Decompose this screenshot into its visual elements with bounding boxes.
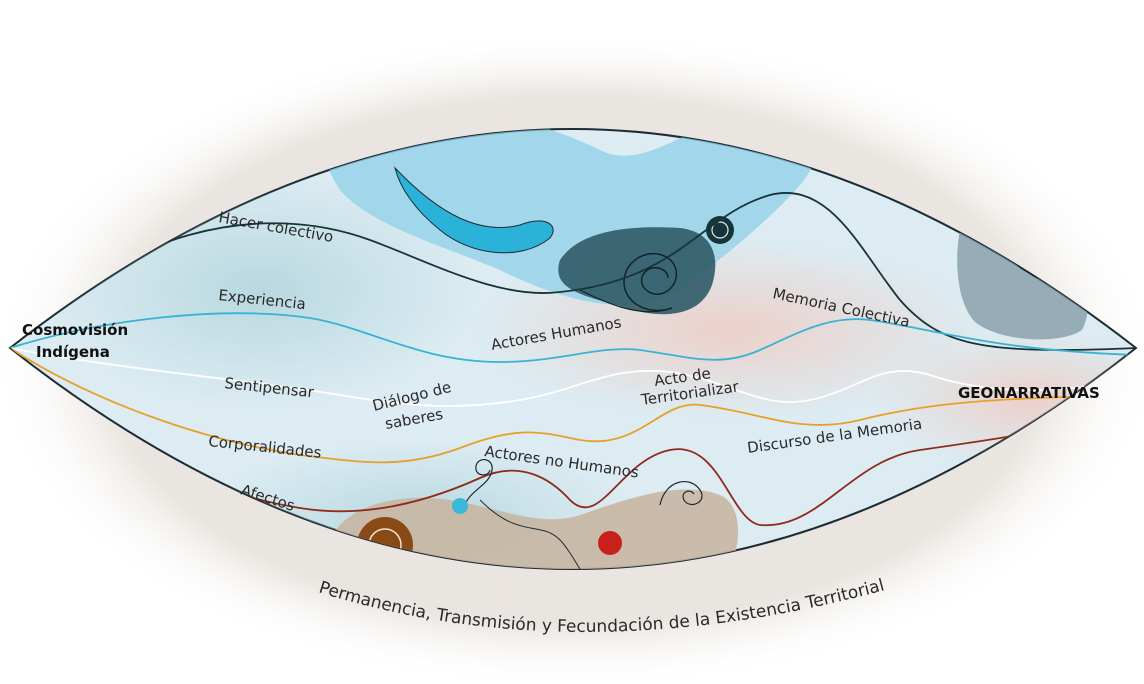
label-geonarrativas: GEONARRATIVAS: [958, 384, 1100, 402]
label-cosmovision-line2: Indígena: [36, 343, 110, 361]
label-cosmovision-line1: Cosmovisión: [22, 321, 128, 339]
red-dot: [598, 531, 622, 555]
cyan-dot: [452, 498, 468, 514]
